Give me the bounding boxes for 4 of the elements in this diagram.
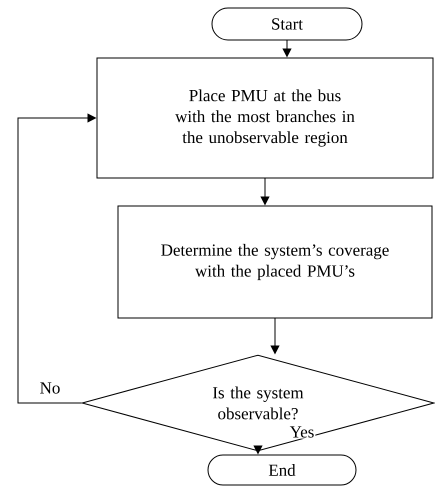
process-box: Place PMU at the bus with the most branches in the unobservable region — [96, 58, 434, 178]
edge-label: No — [38, 381, 62, 395]
edge-label: Yes — [288, 425, 316, 439]
process-box: Determine the system’s coverage with the placed PMU’s — [118, 206, 432, 318]
